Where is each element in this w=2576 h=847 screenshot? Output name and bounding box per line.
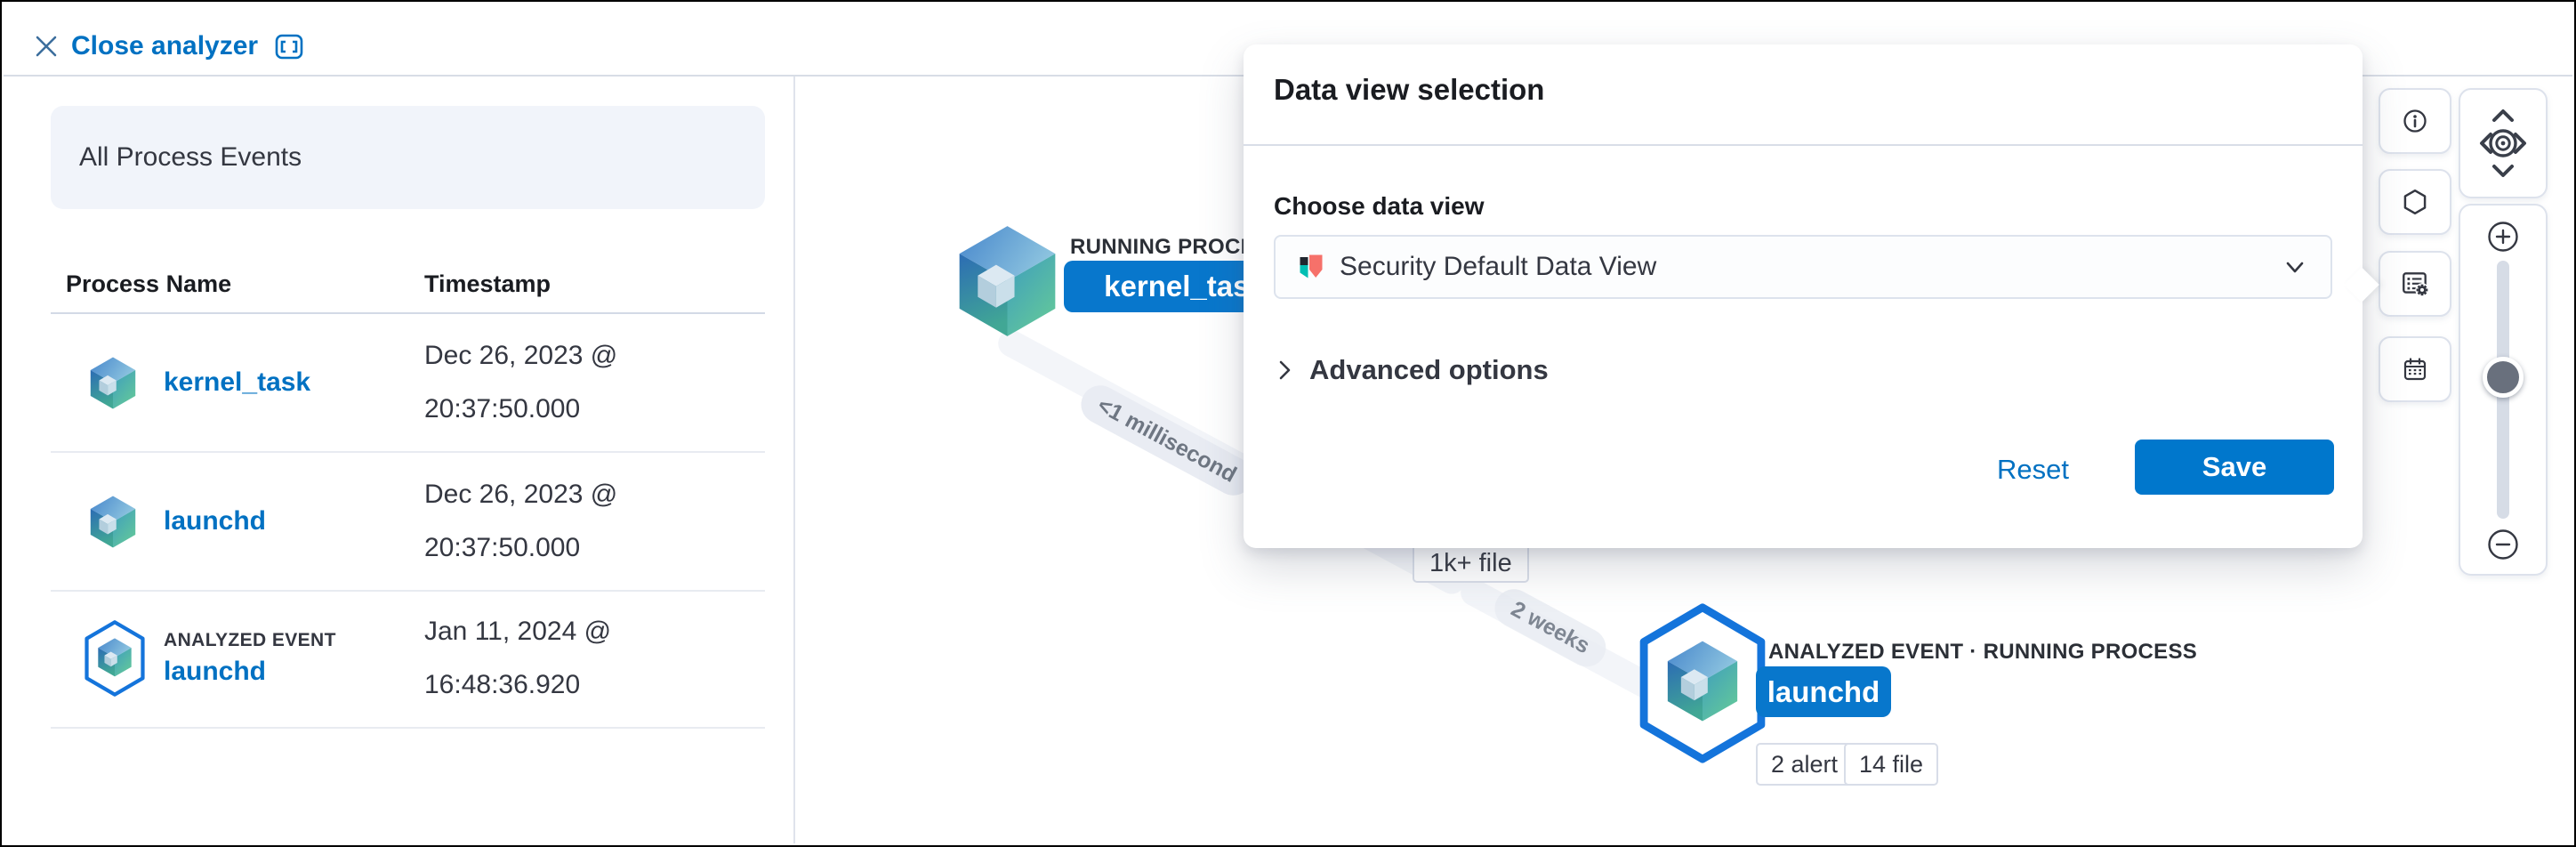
- node-type-label: ANALYZED EVENT · RUNNING PROCESS: [1768, 640, 2198, 664]
- pan-dpad-icon: [2480, 109, 2526, 177]
- process-link[interactable]: launchd: [164, 657, 267, 686]
- node-legend-info-button[interactable]: [2379, 88, 2451, 154]
- timestamp-cell: Jan 11, 2024 @ 16:48:36.920: [424, 617, 612, 699]
- chevron-right-icon: [2514, 133, 2526, 154]
- center-target-icon: [2489, 129, 2517, 157]
- timestamp-cell: Dec 26, 2023 @ 20:37:50.000: [424, 480, 618, 562]
- chevron-right-icon: [1279, 360, 1291, 380]
- timestamp-cell: Dec 26, 2023 @ 20:37:50.000: [424, 341, 618, 424]
- selected-data-view: Security Default Data View: [1340, 252, 1657, 281]
- data-view-settings-icon: [2403, 272, 2429, 297]
- column-header-process-name: Process Name: [66, 270, 232, 297]
- process-events-panel: All Process Events Process Name Timestam…: [4, 77, 793, 843]
- analyzed-event-hexagon-icon: [80, 620, 149, 697]
- file-count-badge[interactable]: 1k+ file: [1413, 544, 1529, 583]
- edge-elapsed-label: 2 weeks: [1487, 582, 1613, 674]
- chevron-up-icon: [2492, 109, 2514, 122]
- zoom-slider-thumb[interactable]: [2483, 357, 2524, 398]
- chevron-left-icon: [2480, 133, 2492, 154]
- data-view-settings-button[interactable]: [2379, 251, 2451, 317]
- file-count-badge[interactable]: 14 file: [1844, 743, 1939, 786]
- fullscreen-icon[interactable]: [273, 30, 305, 62]
- choose-data-view-label: Choose data view: [1274, 192, 1485, 220]
- column-header-timestamp: Timestamp: [424, 270, 551, 297]
- panel-divider: [793, 77, 795, 843]
- table-row: kernel_task Dec 26, 2023 @ 20:37:50.000: [51, 314, 765, 453]
- table-row: launchd Dec 26, 2023 @ 20:37:50.000: [51, 453, 765, 592]
- info-icon: [2403, 109, 2427, 133]
- schema-info-button[interactable]: [2379, 169, 2451, 235]
- process-cube-icon: [89, 357, 137, 409]
- zoom-controls: [2459, 204, 2548, 576]
- analyzed-event-hexagon-icon[interactable]: [1630, 603, 1775, 763]
- edge-elapsed-label: <1 millisecond: [1074, 378, 1260, 503]
- popover-arrow: [2344, 267, 2379, 302]
- chevron-down-icon: [2286, 262, 2304, 273]
- zoom-in-icon[interactable]: [2483, 216, 2524, 257]
- analyzed-event-tag: ANALYZED EVENT: [164, 630, 336, 650]
- process-cube-icon: [89, 496, 137, 548]
- advanced-options-accordion[interactable]: Advanced options: [1276, 354, 1549, 386]
- save-button[interactable]: Save: [2135, 440, 2334, 495]
- hexagon-icon: [2403, 189, 2427, 215]
- analyzer-topbar: Close analyzer: [2, 2, 2574, 73]
- popover-title: Data view selection: [1274, 73, 1545, 106]
- calendar-icon: [2403, 358, 2427, 381]
- close-analyzer-button[interactable]: Close analyzer: [71, 31, 259, 60]
- process-cube-icon[interactable]: [956, 225, 1059, 337]
- data-view-combobox[interactable]: Security Default Data View: [1274, 235, 2332, 299]
- pan-controls[interactable]: [2459, 88, 2548, 198]
- zoom-out-icon[interactable]: [2483, 524, 2524, 565]
- popover-divider: [1244, 144, 2363, 146]
- table-row: ANALYZED EVENT launchd Jan 11, 2024 @ 16…: [51, 590, 765, 729]
- process-link[interactable]: kernel_task: [164, 367, 311, 397]
- close-icon[interactable]: [34, 34, 59, 59]
- date-picker-button[interactable]: [2379, 336, 2451, 402]
- alert-count-badge[interactable]: 2 alert: [1756, 743, 1854, 786]
- chevron-down-icon: [2492, 165, 2514, 177]
- data-view-selection-popover: Data view selection Choose data view Sec…: [1244, 44, 2379, 548]
- table-header-row: Process Name Timestamp: [51, 265, 765, 314]
- reset-button[interactable]: Reset: [1997, 454, 2069, 485]
- process-link[interactable]: launchd: [164, 506, 267, 536]
- panel-title: All Process Events: [51, 106, 765, 209]
- node-launchd-button[interactable]: launchd: [1756, 666, 1891, 717]
- security-logo-icon: [1300, 254, 1323, 278]
